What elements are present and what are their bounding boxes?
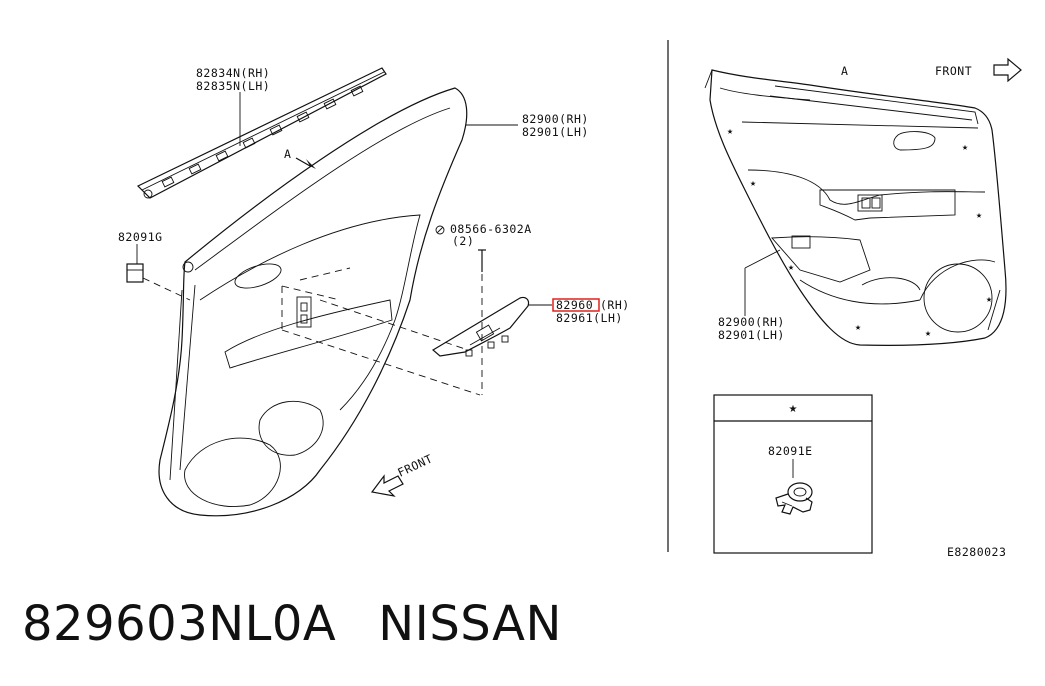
clip-star: ★ [855,322,861,333]
label-screw-qty: (2) [452,234,474,248]
label-82960-side: (RH) [600,298,630,312]
label-82900-right: 82900(RH) [718,315,785,329]
clip-star: ★ [962,142,968,153]
label-screw: 08566-6302A [450,222,532,236]
clip-star: ★ [788,262,794,273]
moulding-strip [136,67,387,199]
part-number: 829603NL0A [22,596,337,652]
inset-box [713,394,873,554]
label-82960: 82960 [556,298,593,312]
diagram-code: E8280023 [947,545,1006,559]
window-switch [431,296,530,357]
view-a-label-left: A [284,147,291,161]
view-a-arrow-left [295,157,316,169]
clip-82091e [775,482,813,515]
front-label-right: FRONT [935,64,972,78]
label-82835n: 82835N(LH) [196,79,270,93]
label-82091e: 82091E [768,444,813,458]
clip-star: ★ [750,178,756,189]
door-trim-panel [158,87,468,517]
highlight-box [552,298,600,312]
label-82834n: 82834N(RH) [196,66,270,80]
part-caption: 829603NL0A NISSAN [22,596,562,652]
view-a-panel: ★ ★ ★ ★ ★ ★ ★ ★ [704,69,1007,346]
screw [435,225,486,272]
clip-star: ★ [976,210,982,221]
front-label-left: FRONT [395,451,435,479]
label-82900-left: 82900(RH) [522,112,589,126]
label-82091g: 82091G [118,230,163,244]
label-82901-left: 82901(LH) [522,125,589,139]
clip-star: ★ [986,294,992,305]
brand-name: NISSAN [378,596,562,652]
clip-star: ★ [727,126,733,137]
label-82961: 82961(LH) [556,311,623,325]
inset-header-star: ★ [789,404,798,415]
parts-diagram: A FRONT 82834N(RH) 82835N(LH) 82900(RH) … [118,40,1022,559]
view-a-label-right: A [841,64,848,78]
clip-star: ★ [925,328,931,339]
clip-82091g [126,263,144,283]
front-arrow-left [370,474,404,497]
label-82901-right: 82901(LH) [718,328,785,342]
front-arrow-right [993,57,1022,83]
